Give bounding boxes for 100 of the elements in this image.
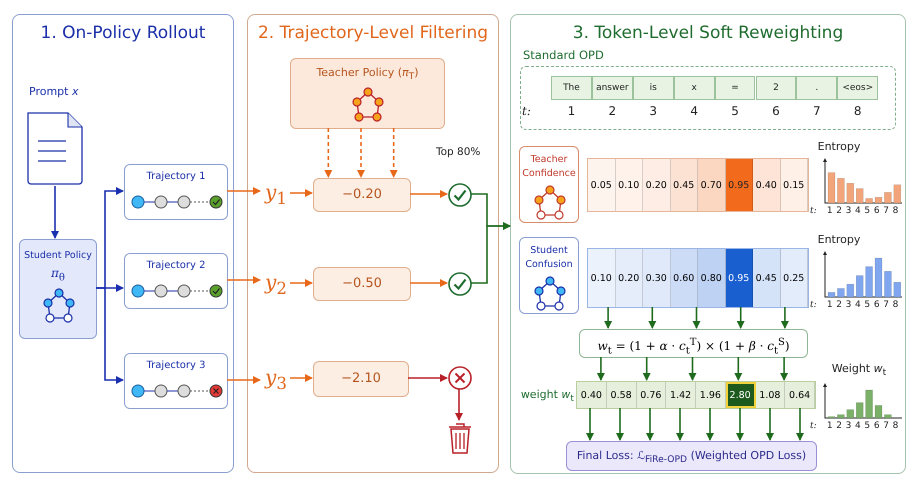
arrow: [692, 307, 700, 329]
card-title: Teacher Confidence: [521, 153, 577, 181]
value-cell: 1.42: [666, 382, 696, 408]
tick-label: 5: [863, 300, 872, 312]
value-cell: 0.58: [606, 382, 636, 408]
arrow: [357, 128, 365, 178]
arrow: [736, 408, 744, 441]
token-cell: <eos>: [837, 76, 878, 100]
token-cell: is: [632, 76, 674, 100]
tick-label: 7: [882, 300, 890, 312]
arrow: [734, 357, 742, 381]
position-number: 1: [566, 104, 576, 120]
value-cell: 0.64: [785, 382, 815, 408]
panel-title: 3. Token-Level Soft Reweighting: [572, 23, 844, 43]
arrow: [766, 408, 774, 441]
value-cell: 0.10: [616, 159, 643, 211]
position-number: 5: [730, 104, 740, 120]
panel-title: 1. On-Policy Rollout: [40, 23, 206, 43]
arrow: [410, 190, 448, 198]
tick-label: 3: [844, 421, 852, 433]
loss-box: Final Loss: ℒ$_{FiRe-OPD}$ (Weighted OPD Loss): [566, 441, 817, 471]
arrow: [676, 408, 684, 441]
arrow: [780, 357, 788, 381]
policy-card: [19, 239, 97, 339]
position-number: 7: [812, 104, 822, 120]
value-cell: 1.08: [756, 382, 786, 408]
position-number: 8: [852, 104, 863, 120]
score-row: [587, 158, 809, 212]
card-title: Trajectory 3: [146, 360, 206, 371]
value-cell: 0.80: [698, 249, 726, 307]
tick-label: 4: [854, 206, 862, 218]
arrow: [642, 357, 651, 381]
token-cell: answer: [592, 76, 633, 100]
tick-label: 1: [826, 206, 834, 218]
tick-label: 8: [892, 300, 900, 312]
tick-label: 5: [863, 206, 872, 218]
value-cell: 0.15: [780, 159, 808, 211]
value-cell: 0.10: [588, 249, 616, 307]
arrow: [471, 222, 511, 284]
chart-title: Weight w$_{t}$: [830, 362, 888, 380]
variable-label: y$_{1}$: [261, 179, 291, 209]
arrow: [596, 357, 605, 381]
tick-label: 2: [835, 206, 843, 218]
value-cell: 0.05: [588, 159, 616, 211]
label-card: [519, 146, 579, 223]
card-title: Trajectory 1: [146, 171, 206, 182]
value-cell: 0.70: [698, 159, 726, 211]
tick-label: 6: [872, 206, 881, 218]
axis-label: t:: [810, 300, 818, 312]
tick-label: 3: [844, 300, 852, 312]
score-row: [576, 381, 816, 409]
axis-label: t:: [522, 104, 532, 120]
variable-label: y$_{3}$: [261, 364, 291, 394]
tick-label: 2: [835, 421, 843, 433]
card-title: Student Policy: [23, 250, 93, 261]
policy-card: [290, 58, 445, 129]
arrow: [455, 389, 463, 421]
value-cell: 0.60: [670, 249, 698, 307]
arrow: [390, 128, 398, 178]
score-box: −0.20: [313, 178, 411, 212]
arrow: [51, 186, 59, 239]
arrow: [324, 128, 332, 178]
tick-label: 2: [835, 300, 843, 312]
score-box: −2.10: [313, 361, 409, 397]
value-cell: 2.80: [726, 382, 756, 408]
section-heading: Standard OPD: [523, 48, 604, 62]
arrow: [227, 276, 261, 284]
value-cell: 0.45: [670, 159, 698, 211]
chart-title: Entropy: [816, 140, 862, 155]
arrow: [290, 189, 313, 197]
arrow: [688, 357, 696, 381]
arrow: [796, 408, 804, 441]
arrow: [646, 408, 654, 441]
arrow: [616, 408, 624, 441]
arrow: [408, 374, 448, 382]
arrow: [586, 408, 594, 441]
value-cell: 0.95: [726, 159, 753, 211]
token-cell: x: [674, 76, 715, 100]
arrow: [290, 374, 313, 382]
position-number: 4: [689, 104, 699, 120]
card-title: Teacher Policy (π$_{T}$): [315, 66, 420, 82]
formula-box: w$_{t}$ = (1 + α · c$_{t}$$^{T}$) × (1 + β · c$_{t}$$^{S}$): [579, 329, 808, 358]
value-cell: 0.20: [616, 249, 643, 307]
arrow: [780, 307, 789, 329]
axis-label: t:: [810, 421, 818, 433]
token-cell: The: [551, 76, 592, 100]
tick-label: 4: [854, 421, 862, 433]
trajectory-card: [124, 253, 228, 309]
tick-label: 3: [844, 206, 852, 218]
value-cell: 0.40: [753, 159, 780, 211]
position-number: 2: [608, 104, 618, 120]
value-cell: 0.30: [643, 249, 670, 307]
tick-label: 5: [863, 421, 872, 433]
value-cell: 1.96: [696, 382, 726, 408]
arrow: [227, 376, 261, 384]
tick-label: 8: [892, 421, 900, 433]
arrow: [736, 307, 745, 329]
value-cell: 0.25: [780, 249, 808, 307]
note-text: Top 80%: [436, 146, 482, 160]
panel-title: 2. Trajectory-Level Filtering: [256, 23, 490, 43]
